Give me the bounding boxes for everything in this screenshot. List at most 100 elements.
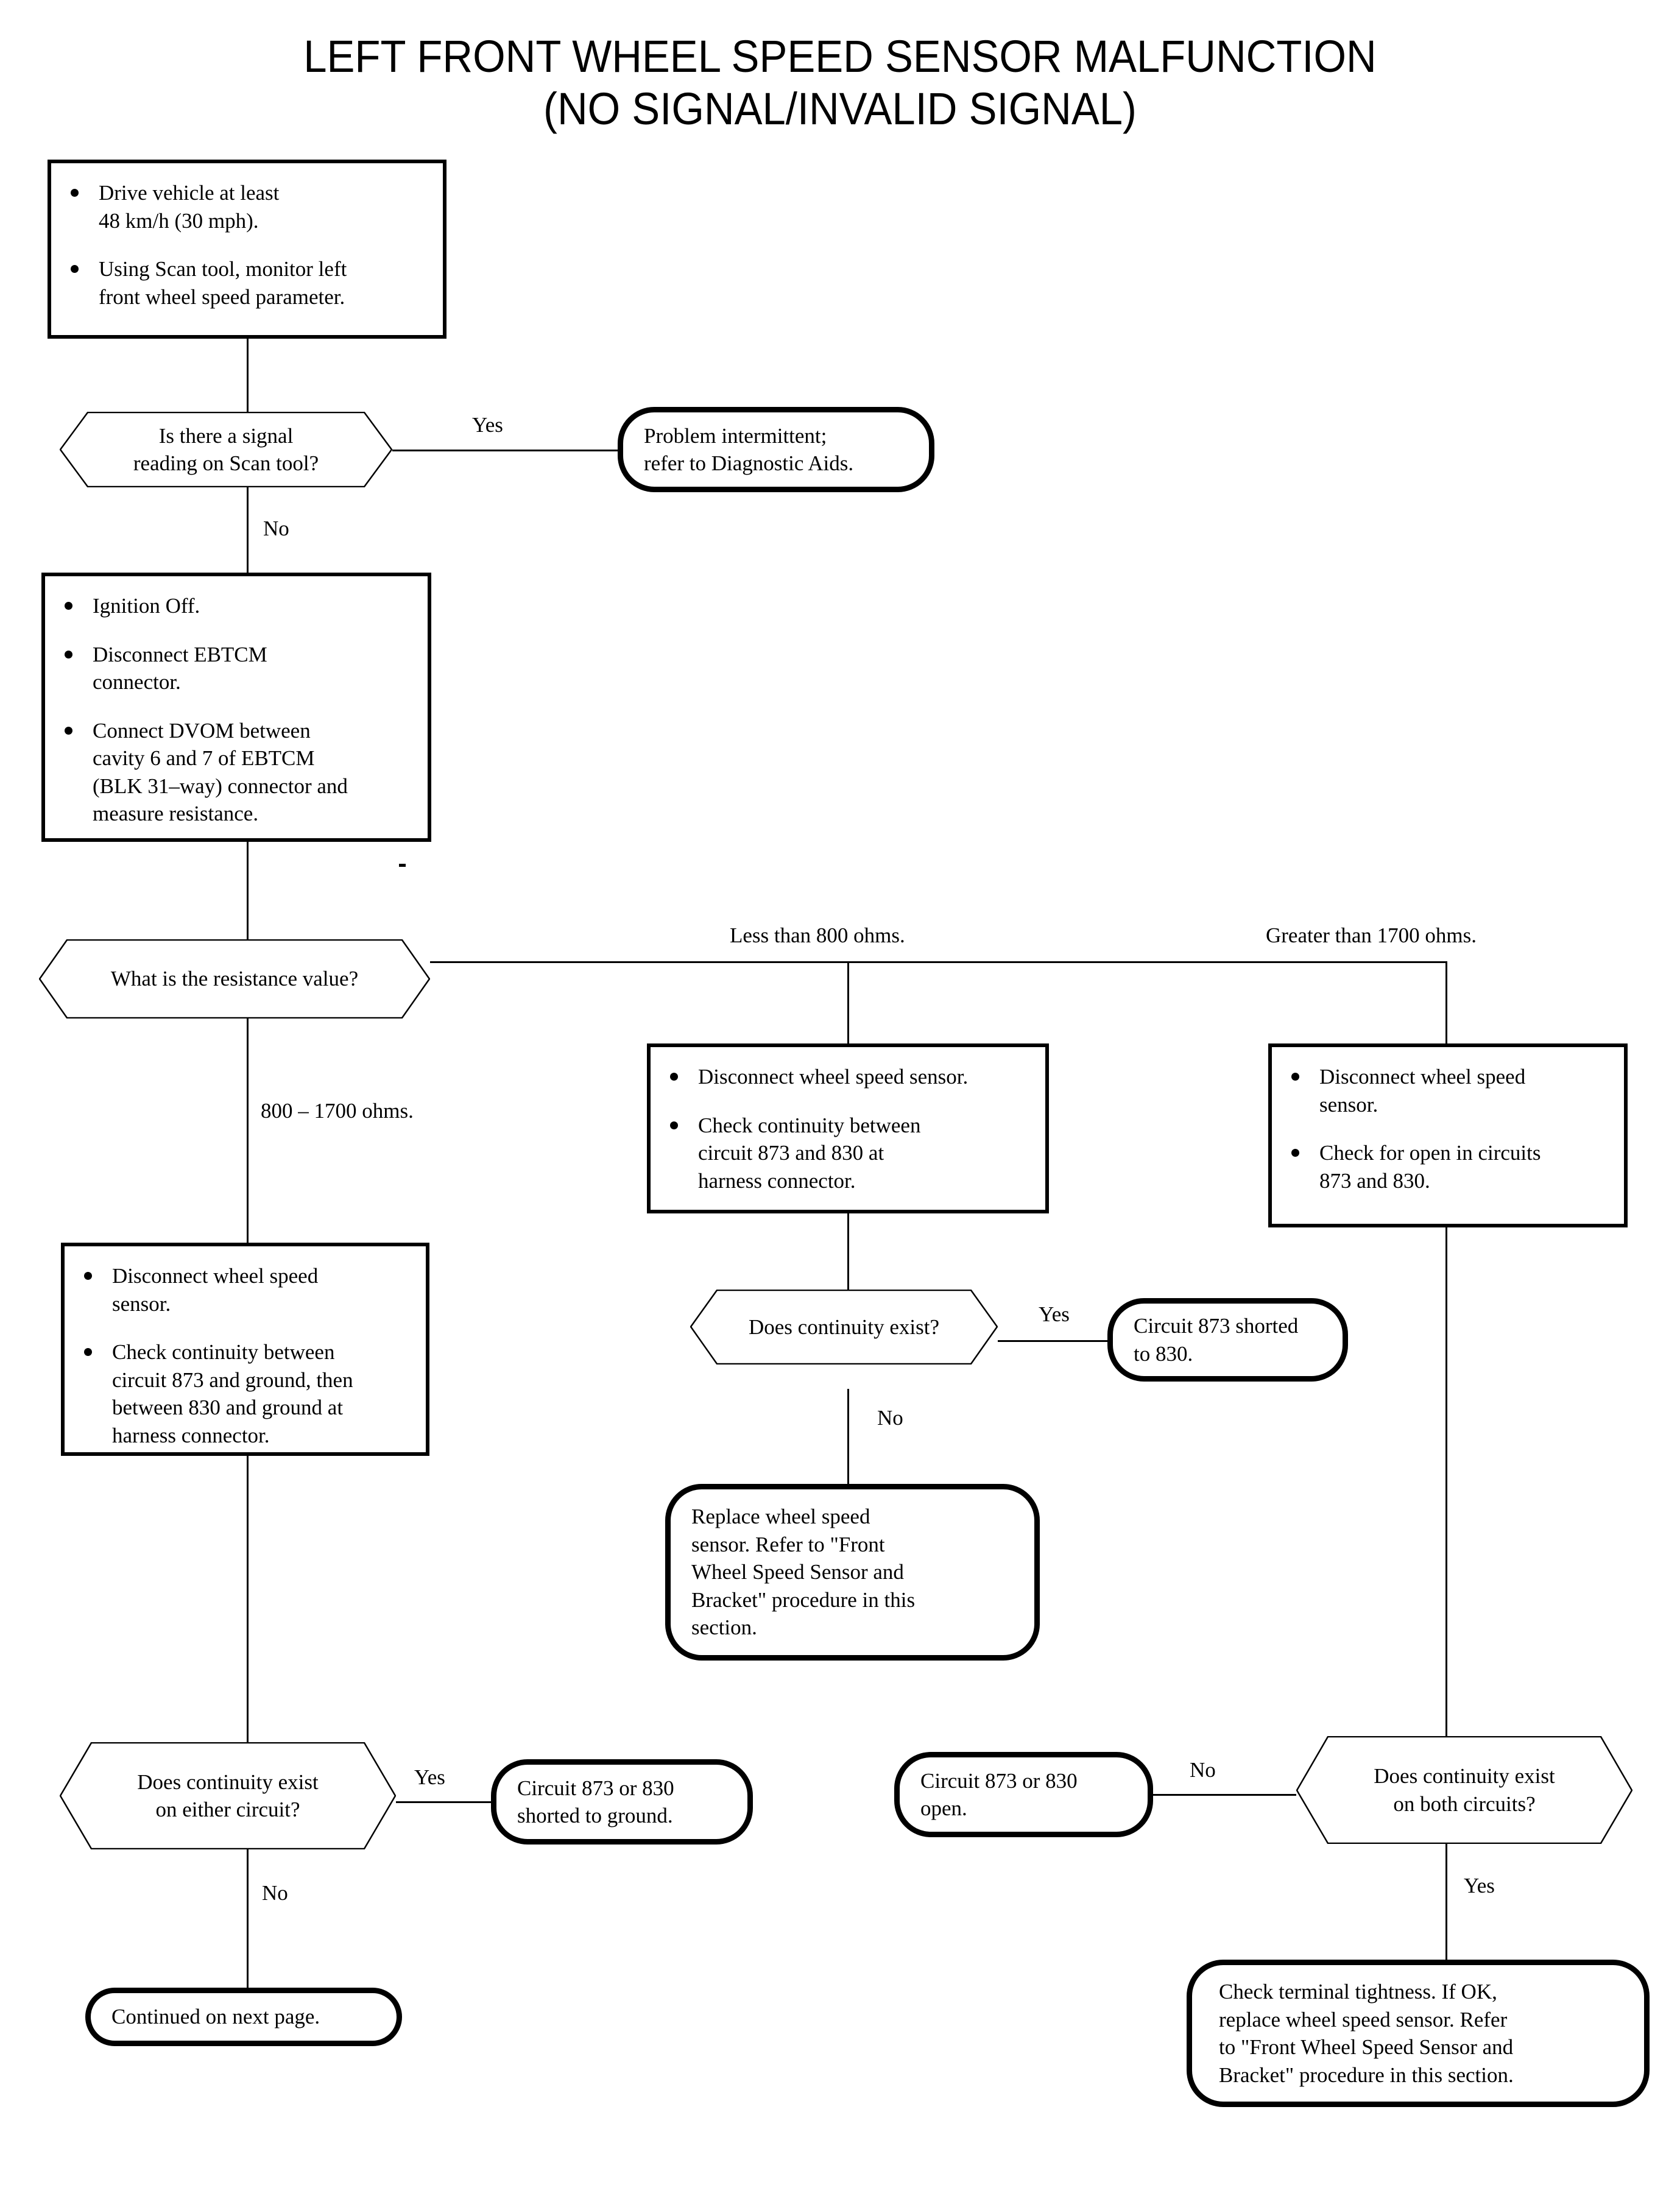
- bullet-text: Check continuity between circuit 873 and…: [698, 1113, 921, 1193]
- bullet-dot-icon: [1291, 1149, 1299, 1157]
- left-continuity-decision: Does continuity exist on either circuit?: [60, 1742, 396, 1849]
- mid-check-box-bullets: Disconnect wheel speed sensor. Check con…: [664, 1063, 1032, 1195]
- open-circuit-terminator: Circuit 873 or 830 open.: [894, 1752, 1153, 1837]
- signal-decision: Is there a signal reading on Scan tool?: [60, 412, 392, 487]
- bullet-dot-icon: [65, 650, 72, 658]
- list-item: Using Scan tool, monitor left front whee…: [65, 255, 429, 311]
- edge-label-signal-no: No: [263, 517, 289, 540]
- connector-signal-yes: [392, 450, 618, 451]
- connector-mid-branch-drop: [847, 961, 849, 1043]
- terminal-tightness-label: Check terminal tightness. If OK, replace…: [1219, 1980, 1514, 2087]
- hexagon-shape: [1296, 1736, 1632, 1844]
- print-artifact-speck: [399, 864, 406, 867]
- continued-terminator: Continued on next page.: [85, 1988, 402, 2046]
- bullet-text: Using Scan tool, monitor left front whee…: [99, 257, 347, 309]
- list-item: Disconnect wheel speed sensor.: [1285, 1063, 1611, 1118]
- list-item: Disconnect wheel speed sensor.: [78, 1262, 412, 1318]
- page-title: LEFT FRONT WHEEL SPEED SENSOR MALFUNCTIO…: [59, 30, 1622, 135]
- replace-sensor-label: Replace wheel speed sensor. Refer to "Fr…: [691, 1505, 916, 1640]
- connector-mid-no: [847, 1389, 849, 1511]
- list-item: Check continuity between circuit 873 and…: [664, 1112, 1032, 1195]
- intermittent-terminator: Problem intermittent; refer to Diagnosti…: [618, 407, 934, 492]
- open-circuit-label: Circuit 873 or 830 open.: [920, 1768, 1078, 1821]
- list-item: Check for open in circuits 873 and 830.: [1285, 1139, 1611, 1195]
- bullet-dot-icon: [84, 1272, 92, 1280]
- hexagon-shape: [690, 1290, 998, 1364]
- bullet-text: Disconnect EBTCM connector.: [93, 642, 267, 694]
- list-item: Ignition Off.: [58, 592, 414, 620]
- connector-left-yes: [396, 1801, 491, 1803]
- bullet-dot-icon: [670, 1073, 678, 1081]
- resistance-decision: What is the resistance value?: [39, 939, 430, 1019]
- connector-signal-to-ebtcm: [247, 487, 249, 573]
- both-continuity-decision: Does continuity exist on both circuits?: [1296, 1736, 1632, 1844]
- list-item: Disconnect EBTCM connector.: [58, 641, 414, 696]
- edge-label-mid-yes: Yes: [1039, 1302, 1070, 1326]
- bullet-dot-icon: [84, 1348, 92, 1356]
- hexagon-shape: [60, 1742, 396, 1849]
- connector-resistance-branch-bus: [430, 961, 1447, 963]
- bullet-dot-icon: [71, 265, 79, 273]
- bullet-text: Connect DVOM between cavity 6 and 7 of E…: [93, 718, 348, 826]
- replace-sensor-terminator: Replace wheel speed sensor. Refer to "Fr…: [665, 1484, 1040, 1661]
- bullet-dot-icon: [1291, 1073, 1299, 1081]
- signal-decision-label: Is there a signal reading on Scan tool?: [133, 423, 319, 476]
- bullet-dot-icon: [71, 189, 79, 197]
- start-box-bullets: Drive vehicle at least 48 km/h (30 mph).…: [65, 179, 429, 311]
- list-item: Check continuity between circuit 873 and…: [78, 1338, 412, 1449]
- bullet-dot-icon: [670, 1121, 678, 1129]
- edge-label-left-no: No: [262, 1881, 288, 1905]
- edge-label-left-yes: Yes: [414, 1765, 445, 1789]
- both-continuity-decision-label: Does continuity exist on both circuits?: [1374, 1764, 1555, 1816]
- bullet-text: Check for open in circuits 873 and 830.: [1319, 1141, 1541, 1193]
- connector-left-branch-drop: [247, 1019, 249, 1243]
- continued-terminator-label: Continued on next page.: [111, 2005, 320, 2029]
- intermittent-terminator-label: Problem intermittent; refer to Diagnosti…: [644, 423, 854, 476]
- hexagon-shape: [60, 412, 392, 487]
- connector-midbox-to-decision: [847, 1213, 849, 1290]
- connector-right-no: [1153, 1794, 1296, 1796]
- ebtcm-box: Ignition Off. Disconnect EBTCM connector…: [41, 573, 431, 842]
- page-title-line-1: LEFT FRONT WHEEL SPEED SENSOR MALFUNCTIO…: [303, 31, 1377, 82]
- bullet-text: Check continuity between circuit 873 and…: [112, 1340, 353, 1447]
- bullet-dot-icon: [65, 602, 72, 610]
- left-check-box-bullets: Disconnect wheel speed sensor. Check con…: [78, 1262, 412, 1449]
- shorted-873-to-830-label: Circuit 873 shorted to 830.: [1134, 1314, 1299, 1366]
- connector-right-branch-drop: [1445, 961, 1447, 1043]
- hexagon-shape: [39, 939, 430, 1019]
- bullet-dot-icon: [65, 726, 72, 735]
- connector-start-to-signal: [247, 339, 249, 412]
- ebtcm-box-bullets: Ignition Off. Disconnect EBTCM connector…: [58, 592, 414, 828]
- edge-label-signal-yes: Yes: [472, 413, 503, 437]
- start-box: Drive vehicle at least 48 km/h (30 mph).…: [48, 160, 446, 339]
- mid-continuity-decision: Does continuity exist?: [690, 1290, 998, 1364]
- edge-label-800-1700: 800 – 1700 ohms.: [261, 1099, 414, 1123]
- mid-check-box: Disconnect wheel speed sensor. Check con…: [647, 1043, 1049, 1213]
- list-item: Connect DVOM between cavity 6 and 7 of E…: [58, 717, 414, 828]
- left-check-box: Disconnect wheel speed sensor. Check con…: [61, 1243, 429, 1456]
- bullet-text: Disconnect wheel speed sensor.: [698, 1065, 969, 1089]
- bullet-text: Disconnect wheel speed sensor.: [1319, 1065, 1526, 1117]
- shorted-to-ground-terminator: Circuit 873 or 830 shorted to ground.: [491, 1759, 753, 1845]
- right-check-box: Disconnect wheel speed sensor. Check for…: [1268, 1043, 1628, 1227]
- shorted-873-to-830-terminator: Circuit 873 shorted to 830.: [1107, 1298, 1348, 1382]
- connector-rightbox-to-decision: [1445, 1227, 1447, 1736]
- page-title-line-2: (NO SIGNAL/INVALID SIGNAL): [543, 83, 1137, 134]
- connector-right-yes: [1445, 1844, 1447, 1960]
- right-check-box-bullets: Disconnect wheel speed sensor. Check for…: [1285, 1063, 1611, 1195]
- terminal-tightness-terminator: Check terminal tightness. If OK, replace…: [1187, 1960, 1650, 2107]
- connector-mid-yes: [998, 1340, 1107, 1342]
- edge-label-greater-than-1700: Greater than 1700 ohms.: [1266, 923, 1477, 947]
- connector-leftbox-to-decision: [247, 1456, 249, 1742]
- resistance-decision-label: What is the resistance value?: [110, 967, 359, 991]
- edge-label-right-no: No: [1190, 1758, 1216, 1782]
- connector-ebtcm-to-resistance: [247, 842, 249, 939]
- left-continuity-decision-label: Does continuity exist on either circuit?: [137, 1770, 319, 1822]
- edge-label-less-than-800: Less than 800 ohms.: [730, 923, 905, 947]
- bullet-text: Ignition Off.: [93, 594, 200, 618]
- edge-label-mid-no: No: [877, 1406, 903, 1430]
- mid-continuity-decision-label: Does continuity exist?: [748, 1315, 939, 1339]
- shorted-to-ground-label: Circuit 873 or 830 shorted to ground.: [517, 1776, 674, 1828]
- list-item: Drive vehicle at least 48 km/h (30 mph).: [65, 179, 429, 235]
- bullet-text: Drive vehicle at least 48 km/h (30 mph).: [99, 181, 280, 233]
